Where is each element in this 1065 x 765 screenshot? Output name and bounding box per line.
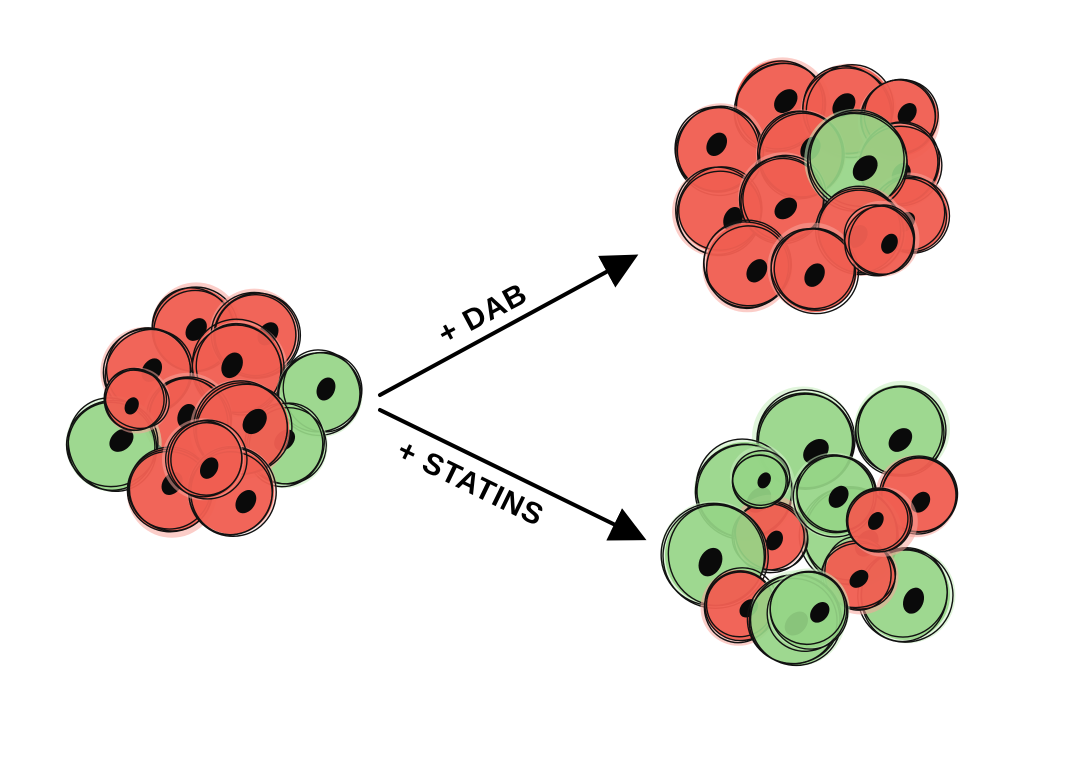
cell-body [167,422,243,498]
green-cell-icon [804,108,908,212]
initial-cluster [65,282,363,538]
nucleus-icon [774,89,798,114]
nucleus-icon [774,197,798,220]
dab-cluster [672,57,951,315]
statins-arrow-shaft [378,408,647,541]
cell-outline [731,454,787,509]
nucleus-icon [849,569,869,588]
cell-outline [167,419,248,500]
nucleus-icon [124,397,139,415]
dab-arrow-shaft [378,254,639,397]
nucleus-icon [706,132,728,157]
statins-cluster [660,380,959,667]
red-cell-icon [103,367,171,434]
red-cell-icon [702,219,793,313]
nucleus-icon [810,602,830,623]
nucleus-icon [698,547,723,577]
cell-outline [170,422,243,496]
nucleus-icon [902,587,925,614]
red-cell-icon [767,222,860,315]
nucleus-icon [804,263,825,287]
red-cell-icon [162,418,248,501]
cell-body [770,572,846,648]
cell-outline [103,367,165,432]
cell-outline [845,488,909,551]
green-cell-icon [766,568,850,653]
nucleus-icon [766,530,784,551]
nucleus-icon [888,428,913,452]
nucleus-icon [881,233,898,254]
cell-outline [770,227,857,311]
cell-outline [104,369,170,430]
dab-arrow: + DAB [378,254,639,397]
nucleus-icon [757,472,771,489]
nucleus-icon [109,428,134,452]
nucleus-icon [868,512,884,530]
cell-body [845,205,915,275]
cell-outline [769,571,849,650]
nucleus-icon [828,485,849,508]
nucleus-icon [235,489,257,514]
statins-arrow: + STATINS [378,408,647,541]
red-cell-icon [843,200,920,277]
green-cell-icon [729,446,792,509]
cell-outline [843,204,915,275]
nucleus-icon [746,259,768,283]
green-cell-icon [854,380,951,477]
nucleus-icon [221,352,243,379]
cell-body [706,223,790,307]
nucleus-icon [242,408,267,435]
cell-body [810,112,906,208]
nucleus-icon [316,377,336,401]
nucleus-icon [199,457,219,479]
red-cell-icon [845,486,918,557]
cell-outline [844,205,915,277]
cell-outline [65,399,159,488]
cell-outline [770,228,860,315]
nucleus-icon [911,491,931,513]
nucleus-icon [852,155,878,181]
nucleus-icon [897,103,917,124]
